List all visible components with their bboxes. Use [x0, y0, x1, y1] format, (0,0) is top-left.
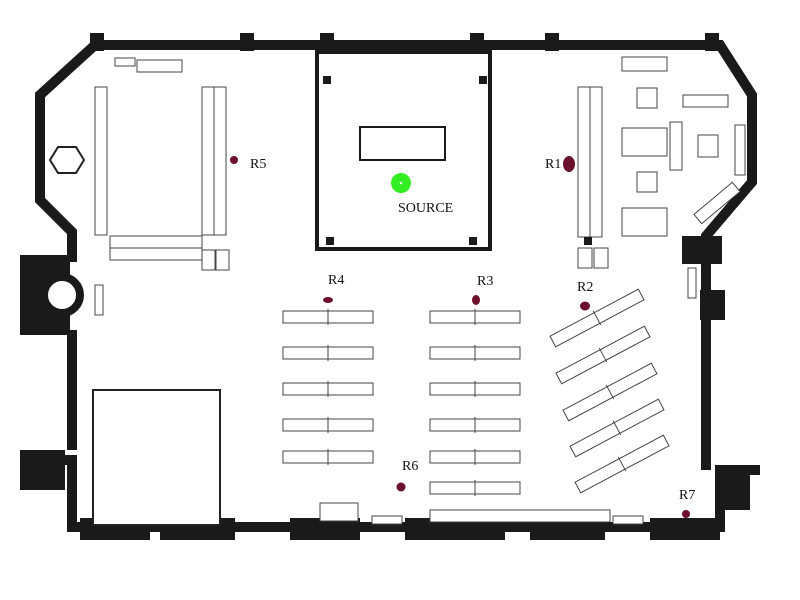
receiver-dot	[563, 156, 575, 172]
receiver-dot	[230, 156, 238, 164]
receiver-r5: R5	[230, 156, 266, 172]
right-room-furniture	[577, 56, 746, 299]
receiver-label: R5	[250, 157, 266, 172]
source-room	[315, 50, 492, 251]
receiver-r4: R4	[323, 273, 344, 303]
source-marker: SOURCE	[391, 173, 453, 216]
receiver-r2: R2	[577, 280, 593, 311]
receiver-label: R3	[477, 274, 493, 289]
receiver-r7: R7	[679, 488, 695, 518]
receiver-label: R7	[679, 488, 695, 503]
receiver-label: R1	[545, 157, 561, 172]
receiver-label: R6	[402, 459, 418, 474]
pews-left-column	[282, 309, 374, 465]
source-label: SOURCE	[398, 201, 453, 216]
receiver-r3: R3	[472, 274, 493, 305]
receiver-label: R4	[328, 273, 344, 288]
receiver-r6: R6	[396, 459, 418, 492]
receiver-r1: R1	[545, 156, 575, 172]
pews-middle-column	[319, 309, 644, 525]
left-room-furniture	[48, 57, 230, 526]
walls	[20, 33, 760, 540]
receiver-dot	[580, 301, 590, 311]
receiver-dot	[682, 510, 690, 518]
receiver-label: R2	[577, 280, 593, 295]
pews-angled-column	[549, 288, 670, 494]
receiver-dot	[472, 295, 480, 305]
receiver-dot	[323, 297, 333, 303]
receiver-dot	[396, 482, 406, 492]
